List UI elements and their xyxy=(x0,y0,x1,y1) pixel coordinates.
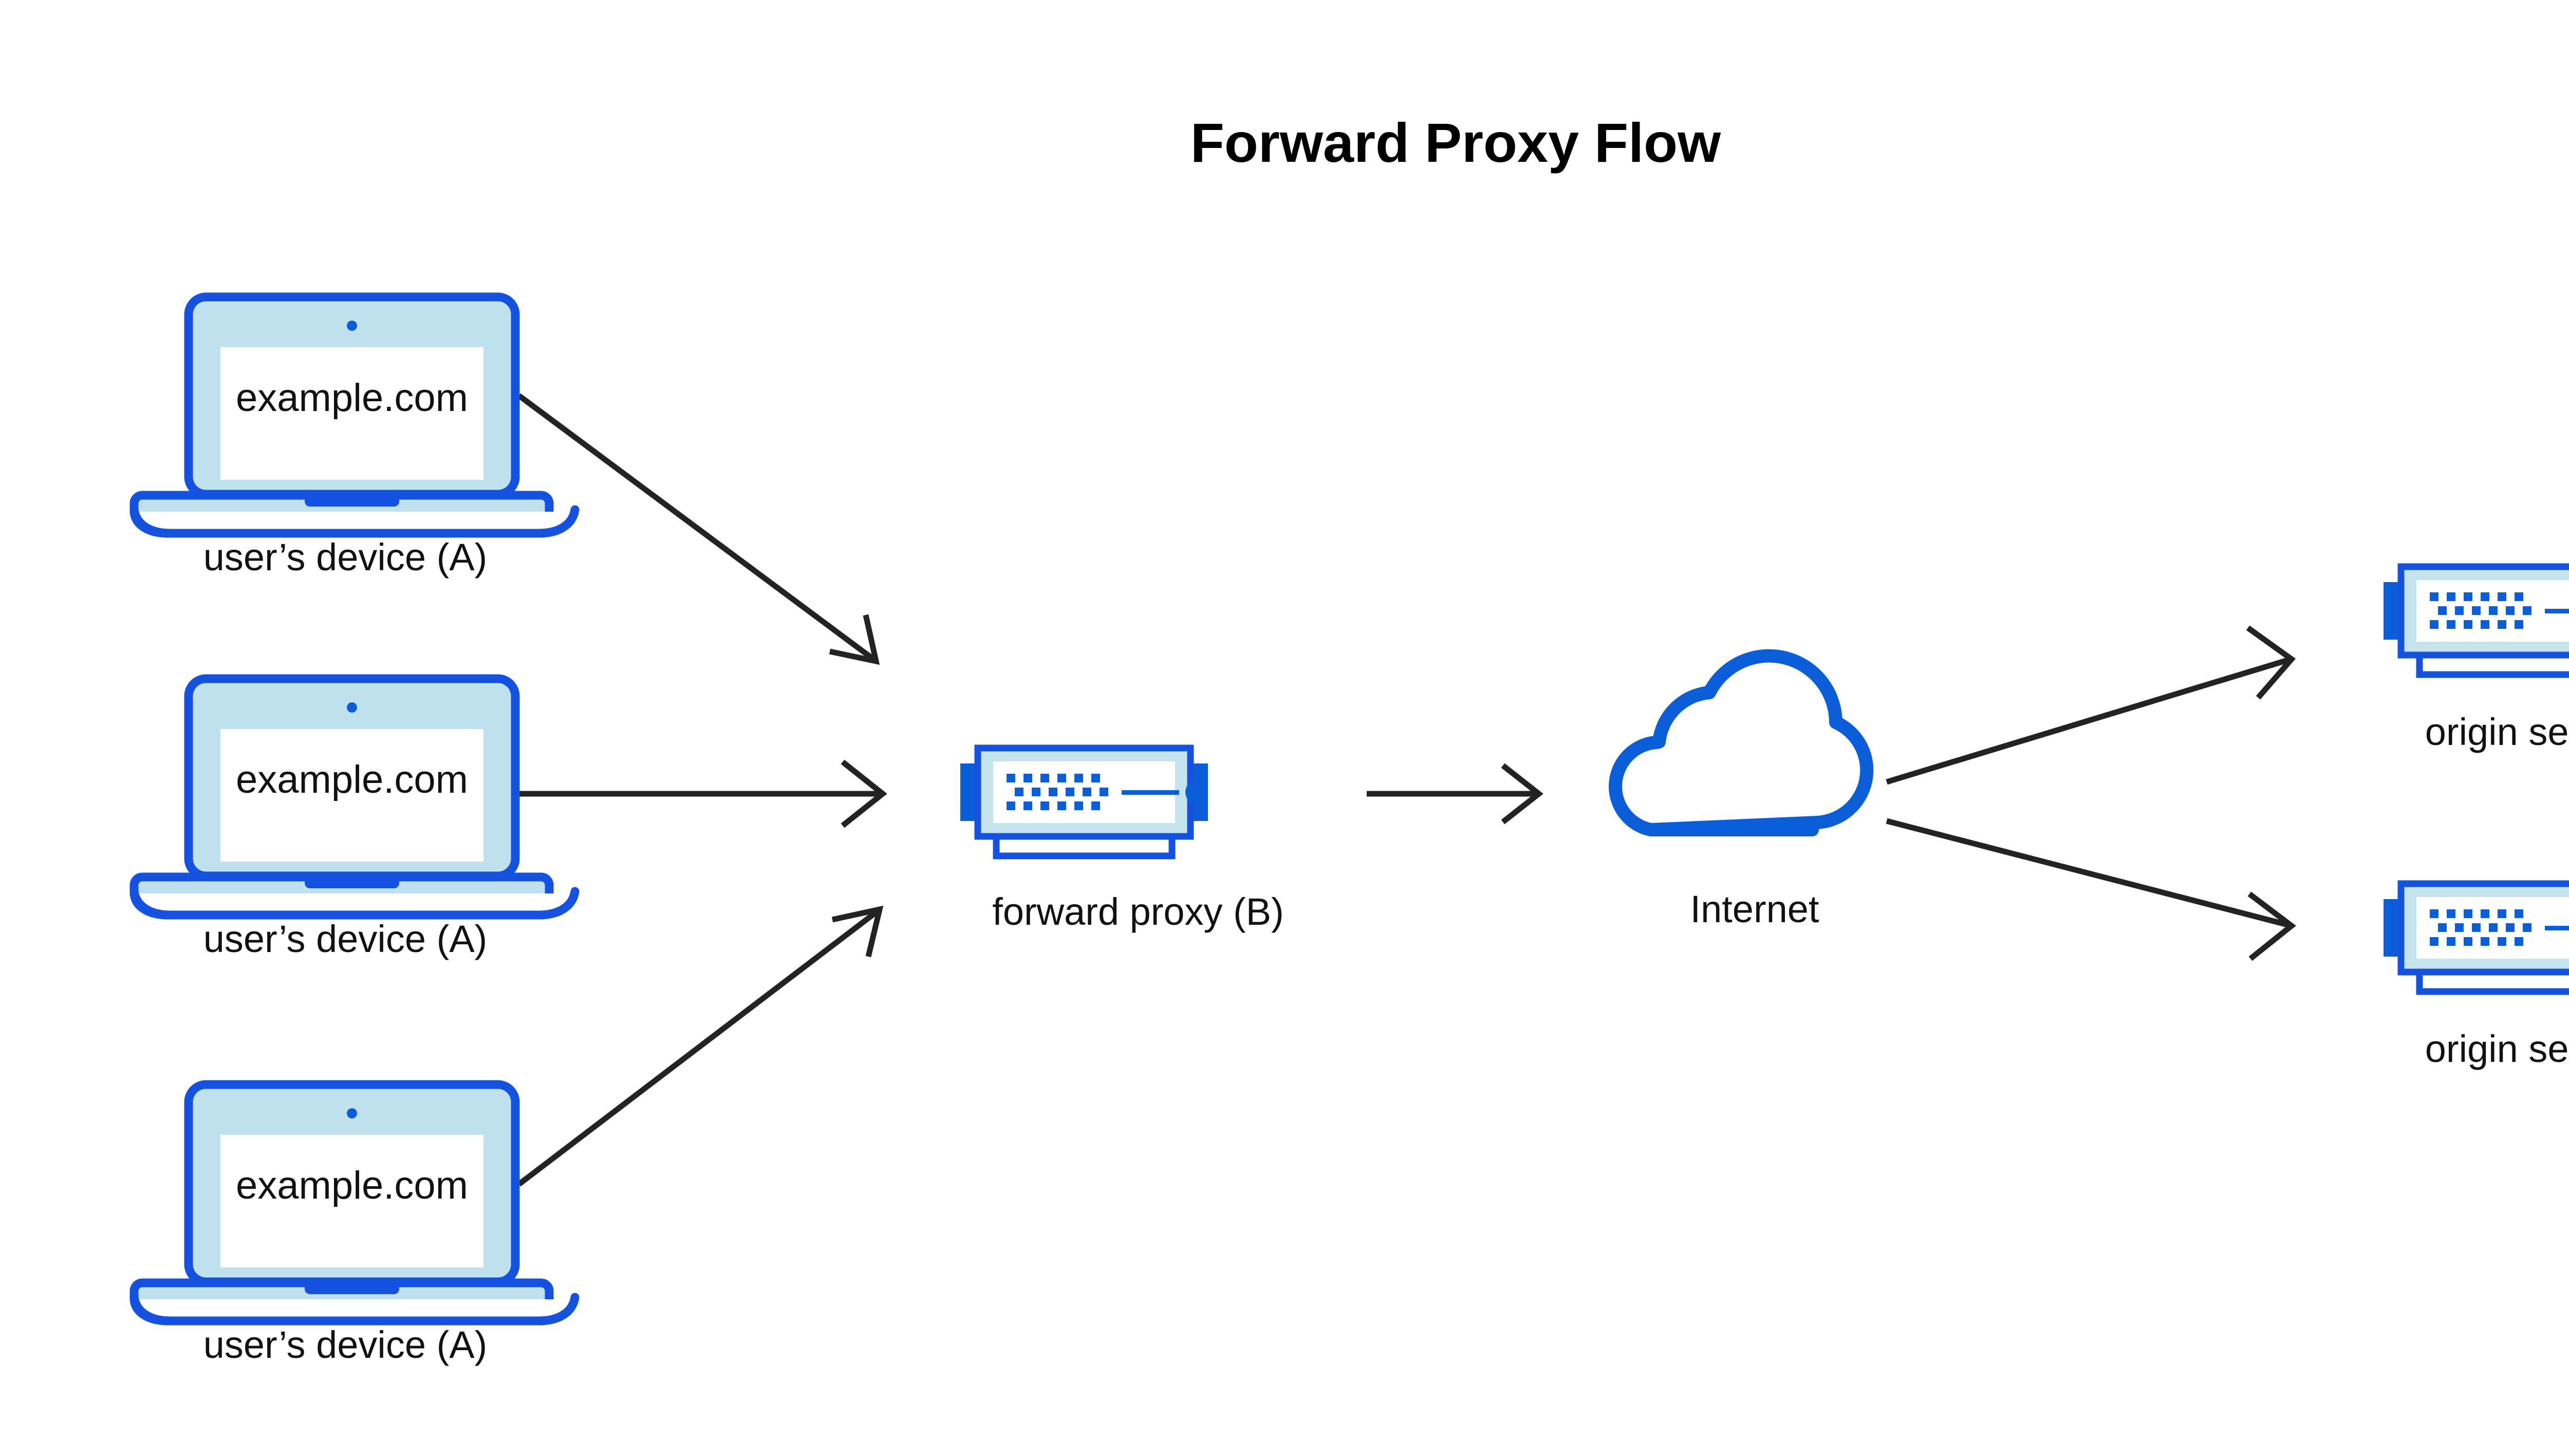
internet-label: Internet xyxy=(1690,888,1819,930)
flow-device1-proxy xyxy=(517,393,880,665)
device-screen-text: example.com xyxy=(236,376,468,420)
node-user-device-1[interactable]: example.com user’s device (A) xyxy=(134,297,575,578)
forward-proxy-label: forward proxy (B) xyxy=(992,890,1283,933)
device-label: user’s device (A) xyxy=(203,918,487,960)
flow-proxy-internet xyxy=(1367,763,1543,825)
page-title: Forward Proxy Flow xyxy=(1190,111,1721,174)
node-forward-proxy[interactable]: forward proxy (B) xyxy=(960,748,1284,933)
flow-device3-proxy xyxy=(517,905,884,1187)
node-user-device-3[interactable]: example.com user’s device (A) xyxy=(134,1085,575,1366)
server-icon xyxy=(2384,567,2569,675)
device-screen-text: example.com xyxy=(236,758,468,801)
node-user-device-2[interactable]: example.com user’s device (A) xyxy=(134,679,575,960)
origin-server-label: origin server (C) xyxy=(2425,1028,2569,1070)
device-screen-text: example.com xyxy=(236,1164,468,1207)
server-icon xyxy=(960,748,1208,856)
flow-internet-origin1 xyxy=(1886,625,2296,785)
flow-device2-proxy xyxy=(519,759,887,828)
server-icon xyxy=(2384,884,2569,992)
node-origin-server-2[interactable]: origin server (C) xyxy=(2384,884,2569,1070)
origin-server-label: origin server (C) xyxy=(2425,711,2569,753)
node-origin-server-1[interactable]: origin server (C) xyxy=(2384,567,2569,753)
device-label: user’s device (A) xyxy=(203,1323,487,1366)
device-label: user’s device (A) xyxy=(203,536,487,578)
node-internet[interactable]: Internet xyxy=(1615,656,1867,930)
flow-internet-origin2 xyxy=(1886,818,2296,961)
